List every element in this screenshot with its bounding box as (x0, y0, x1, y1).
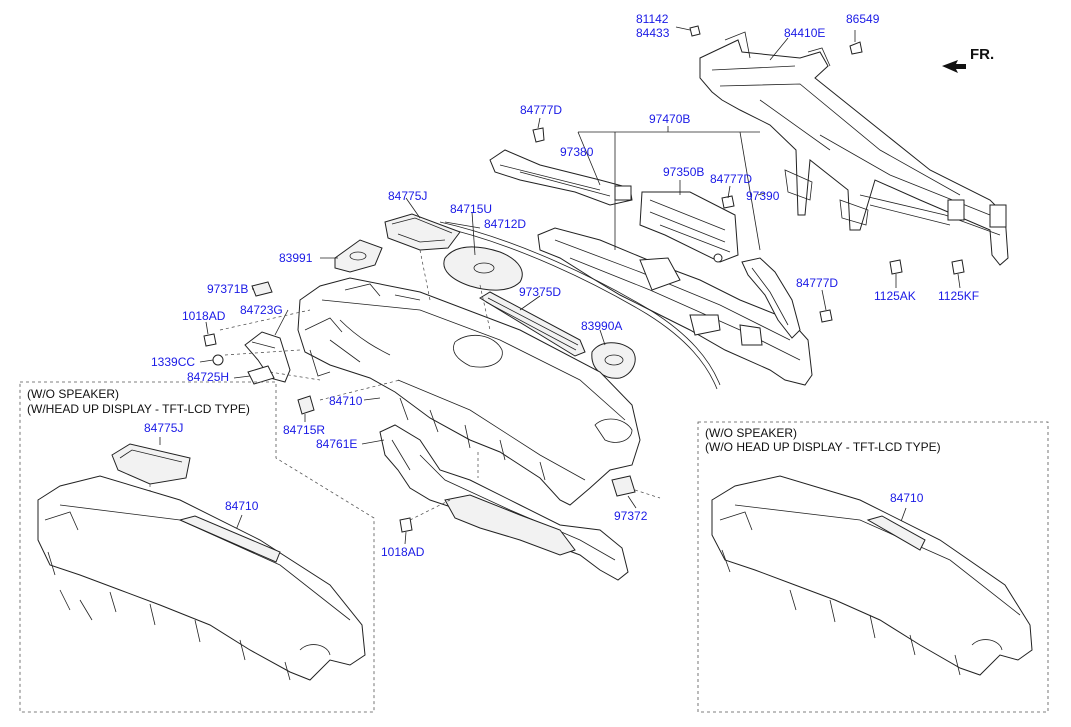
label-84777D-b: 84777D (710, 172, 752, 186)
label-97390: 97390 (746, 189, 780, 203)
label-84761E: 84761E (316, 437, 357, 451)
center-vent-97350B (639, 191, 739, 263)
crash-pad-main (297, 277, 641, 506)
inset-right-note-2: (W/O HEAD UP DISPLAY - TFT-LCD TYPE) (705, 440, 941, 454)
label-84715U: 84715U (450, 202, 492, 216)
label-1125KF: 1125KF (938, 289, 979, 303)
label-84410E: 84410E (784, 26, 825, 40)
label-1125AK: 1125AK (874, 289, 916, 303)
label-84777D-a: 84777D (520, 103, 562, 117)
crash-pad-strip (439, 221, 721, 386)
label-84712D: 84712D (484, 217, 526, 231)
label-1018AD-a: 1018AD (182, 309, 226, 323)
front-direction-arrow: FR. (942, 46, 994, 73)
direction-label: FR. (970, 46, 994, 63)
air-duct-97380 (489, 149, 633, 206)
air-duct-97470B (537, 227, 813, 386)
label-84710-main: 84710 (329, 394, 363, 408)
label-1339CC: 1339CC (151, 355, 195, 369)
air-duct-97390 (741, 257, 801, 339)
inset-left-label-84775J: 84775J (144, 421, 183, 435)
inset-right-note-1: (W/O SPEAKER) (705, 426, 797, 440)
inset-left-note-1: (W/O SPEAKER) (27, 387, 119, 401)
cowl-crossmember (699, 31, 1009, 266)
label-1018AD-b: 1018AD (381, 545, 425, 559)
center-bracket-84761E (379, 424, 629, 581)
label-97470B: 97470B (649, 112, 690, 126)
label-84433: 84433 (636, 26, 670, 40)
inset-right-label-84710: 84710 (890, 491, 924, 505)
label-83990A: 83990A (581, 319, 622, 333)
label-84715R: 84715R (283, 423, 325, 437)
bracket-84723G (244, 331, 291, 383)
label-84777D-c: 84777D (796, 276, 838, 290)
label-97375D: 97375D (519, 285, 561, 299)
small-fasteners (203, 25, 965, 533)
inset-right: (W/O SPEAKER) (W/O HEAD UP DISPLAY - TFT… (697, 421, 1049, 713)
inset-left: (W/O SPEAKER) (W/HEAD UP DISPLAY - TFT-L… (19, 381, 375, 713)
label-97372: 97372 (614, 509, 648, 523)
label-83991: 83991 (279, 251, 313, 265)
label-97350B: 97350B (663, 165, 704, 179)
label-84723G: 84723G (240, 303, 283, 317)
speaker-grille-83991 (334, 239, 383, 273)
label-84775J: 84775J (388, 189, 427, 203)
label-97380: 97380 (560, 145, 594, 159)
label-81142: 81142 (636, 12, 669, 26)
defroster-grille-97375D (479, 291, 586, 357)
part-labels: 81142 84433 84410E 86549 84777D 97470B 9… (151, 12, 979, 559)
inset-left-note-2: (W/HEAD UP DISPLAY - TFT-LCD TYPE) (27, 402, 250, 416)
speaker-grille-84715U (443, 246, 523, 291)
label-97371B: 97371B (207, 282, 248, 296)
label-86549: 86549 (846, 12, 880, 26)
label-84725H: 84725H (187, 370, 229, 384)
inset-left-label-84710: 84710 (225, 499, 259, 513)
leader-lines (199, 26, 961, 545)
hud-cover-84775J (384, 213, 461, 251)
